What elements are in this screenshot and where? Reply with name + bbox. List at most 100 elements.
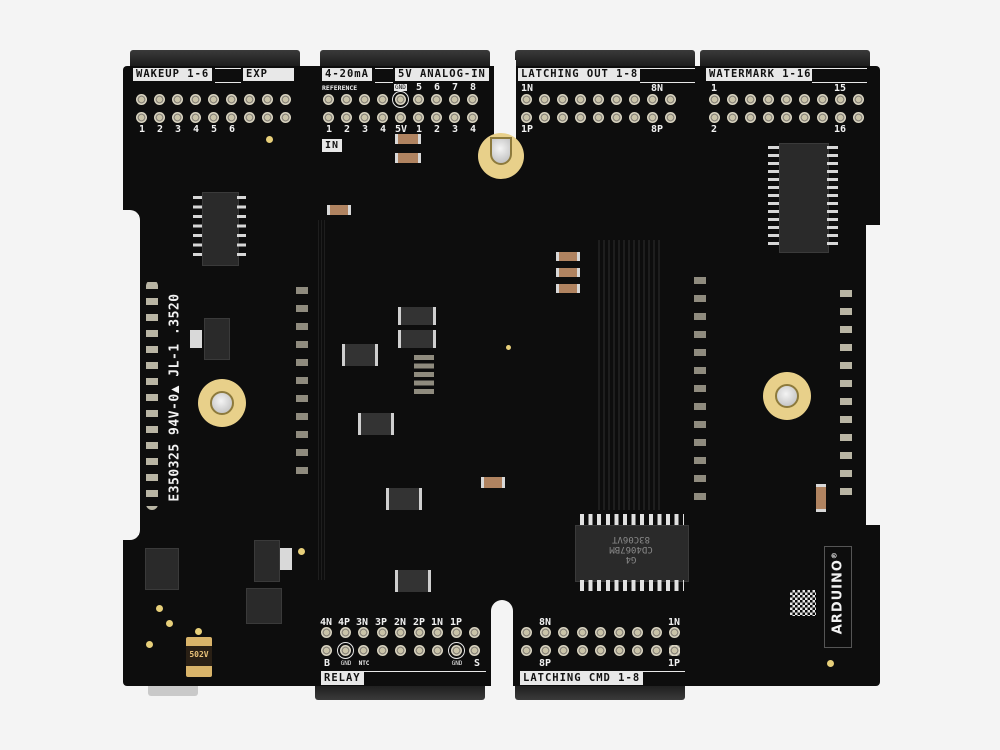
pin[interactable] <box>558 645 569 656</box>
pin[interactable] <box>377 94 388 105</box>
pin[interactable] <box>190 112 201 123</box>
pin[interactable] <box>358 645 369 656</box>
pin[interactable] <box>172 112 183 123</box>
pin[interactable] <box>280 112 291 123</box>
pin[interactable] <box>414 645 425 656</box>
pin[interactable] <box>577 627 588 638</box>
pin[interactable] <box>651 645 662 656</box>
pin[interactable] <box>614 627 625 638</box>
pin[interactable] <box>321 645 332 656</box>
pin-square[interactable] <box>669 645 680 656</box>
pin[interactable] <box>395 645 406 656</box>
pin[interactable] <box>341 112 352 123</box>
pin[interactable] <box>521 645 532 656</box>
pin[interactable] <box>595 627 606 638</box>
pin[interactable] <box>467 112 478 123</box>
pin[interactable] <box>763 94 774 105</box>
pin[interactable] <box>575 112 586 123</box>
pin[interactable] <box>632 627 643 638</box>
pin[interactable] <box>557 94 568 105</box>
pin[interactable] <box>593 94 604 105</box>
pin[interactable] <box>172 94 183 105</box>
pin[interactable] <box>745 112 756 123</box>
pin[interactable] <box>629 112 640 123</box>
pin[interactable] <box>341 94 352 105</box>
pin[interactable] <box>413 112 424 123</box>
pin[interactable] <box>557 112 568 123</box>
pin[interactable] <box>817 94 828 105</box>
pin[interactable] <box>558 627 569 638</box>
pin[interactable] <box>593 112 604 123</box>
pin[interactable] <box>853 112 864 123</box>
pin[interactable] <box>431 94 442 105</box>
pin[interactable] <box>395 112 406 123</box>
pin-gnd[interactable] <box>448 642 465 659</box>
pin-gnd[interactable] <box>337 642 354 659</box>
pin[interactable] <box>377 645 388 656</box>
pin[interactable] <box>540 645 551 656</box>
pin[interactable] <box>323 112 334 123</box>
pin[interactable] <box>395 627 406 638</box>
pin[interactable] <box>208 94 219 105</box>
pin[interactable] <box>431 112 442 123</box>
pin[interactable] <box>154 94 165 105</box>
pin[interactable] <box>432 627 443 638</box>
pin[interactable] <box>709 94 720 105</box>
pin[interactable] <box>817 112 828 123</box>
pin[interactable] <box>521 627 532 638</box>
pin[interactable] <box>432 645 443 656</box>
pin[interactable] <box>521 94 532 105</box>
pin[interactable] <box>835 112 846 123</box>
pin[interactable] <box>595 645 606 656</box>
pin[interactable] <box>451 627 462 638</box>
pin[interactable] <box>136 94 147 105</box>
pin[interactable] <box>244 94 255 105</box>
pin[interactable] <box>469 627 480 638</box>
pin[interactable] <box>521 112 532 123</box>
pin[interactable] <box>611 94 622 105</box>
pin[interactable] <box>377 112 388 123</box>
pin[interactable] <box>781 94 792 105</box>
pin[interactable] <box>449 112 460 123</box>
pin[interactable] <box>359 112 370 123</box>
pin[interactable] <box>540 627 551 638</box>
pin[interactable] <box>632 645 643 656</box>
pin[interactable] <box>651 627 662 638</box>
pin[interactable] <box>358 627 369 638</box>
pin[interactable] <box>647 112 658 123</box>
pin[interactable] <box>669 627 680 638</box>
pin[interactable] <box>467 94 478 105</box>
pin[interactable] <box>226 94 237 105</box>
pin[interactable] <box>449 94 460 105</box>
pin[interactable] <box>781 112 792 123</box>
pin[interactable] <box>154 112 165 123</box>
pin[interactable] <box>262 112 273 123</box>
pin[interactable] <box>469 645 480 656</box>
pin[interactable] <box>377 627 388 638</box>
pin[interactable] <box>853 94 864 105</box>
pin[interactable] <box>614 645 625 656</box>
pin[interactable] <box>575 94 586 105</box>
pin[interactable] <box>577 645 588 656</box>
pin[interactable] <box>647 94 658 105</box>
pin[interactable] <box>745 94 756 105</box>
pin[interactable] <box>340 627 351 638</box>
pin[interactable] <box>244 112 255 123</box>
pin[interactable] <box>611 112 622 123</box>
pin-gnd[interactable] <box>392 91 409 108</box>
pin[interactable] <box>539 94 550 105</box>
pin[interactable] <box>413 94 424 105</box>
pin[interactable] <box>799 94 810 105</box>
pin[interactable] <box>709 112 720 123</box>
pin[interactable] <box>136 112 147 123</box>
pin[interactable] <box>799 112 810 123</box>
pin[interactable] <box>665 94 676 105</box>
pin[interactable] <box>208 112 219 123</box>
pin[interactable] <box>629 94 640 105</box>
pin[interactable] <box>414 627 425 638</box>
pin[interactable] <box>262 94 273 105</box>
pin[interactable] <box>539 112 550 123</box>
pin[interactable] <box>321 627 332 638</box>
pin[interactable] <box>727 94 738 105</box>
pin[interactable] <box>727 112 738 123</box>
